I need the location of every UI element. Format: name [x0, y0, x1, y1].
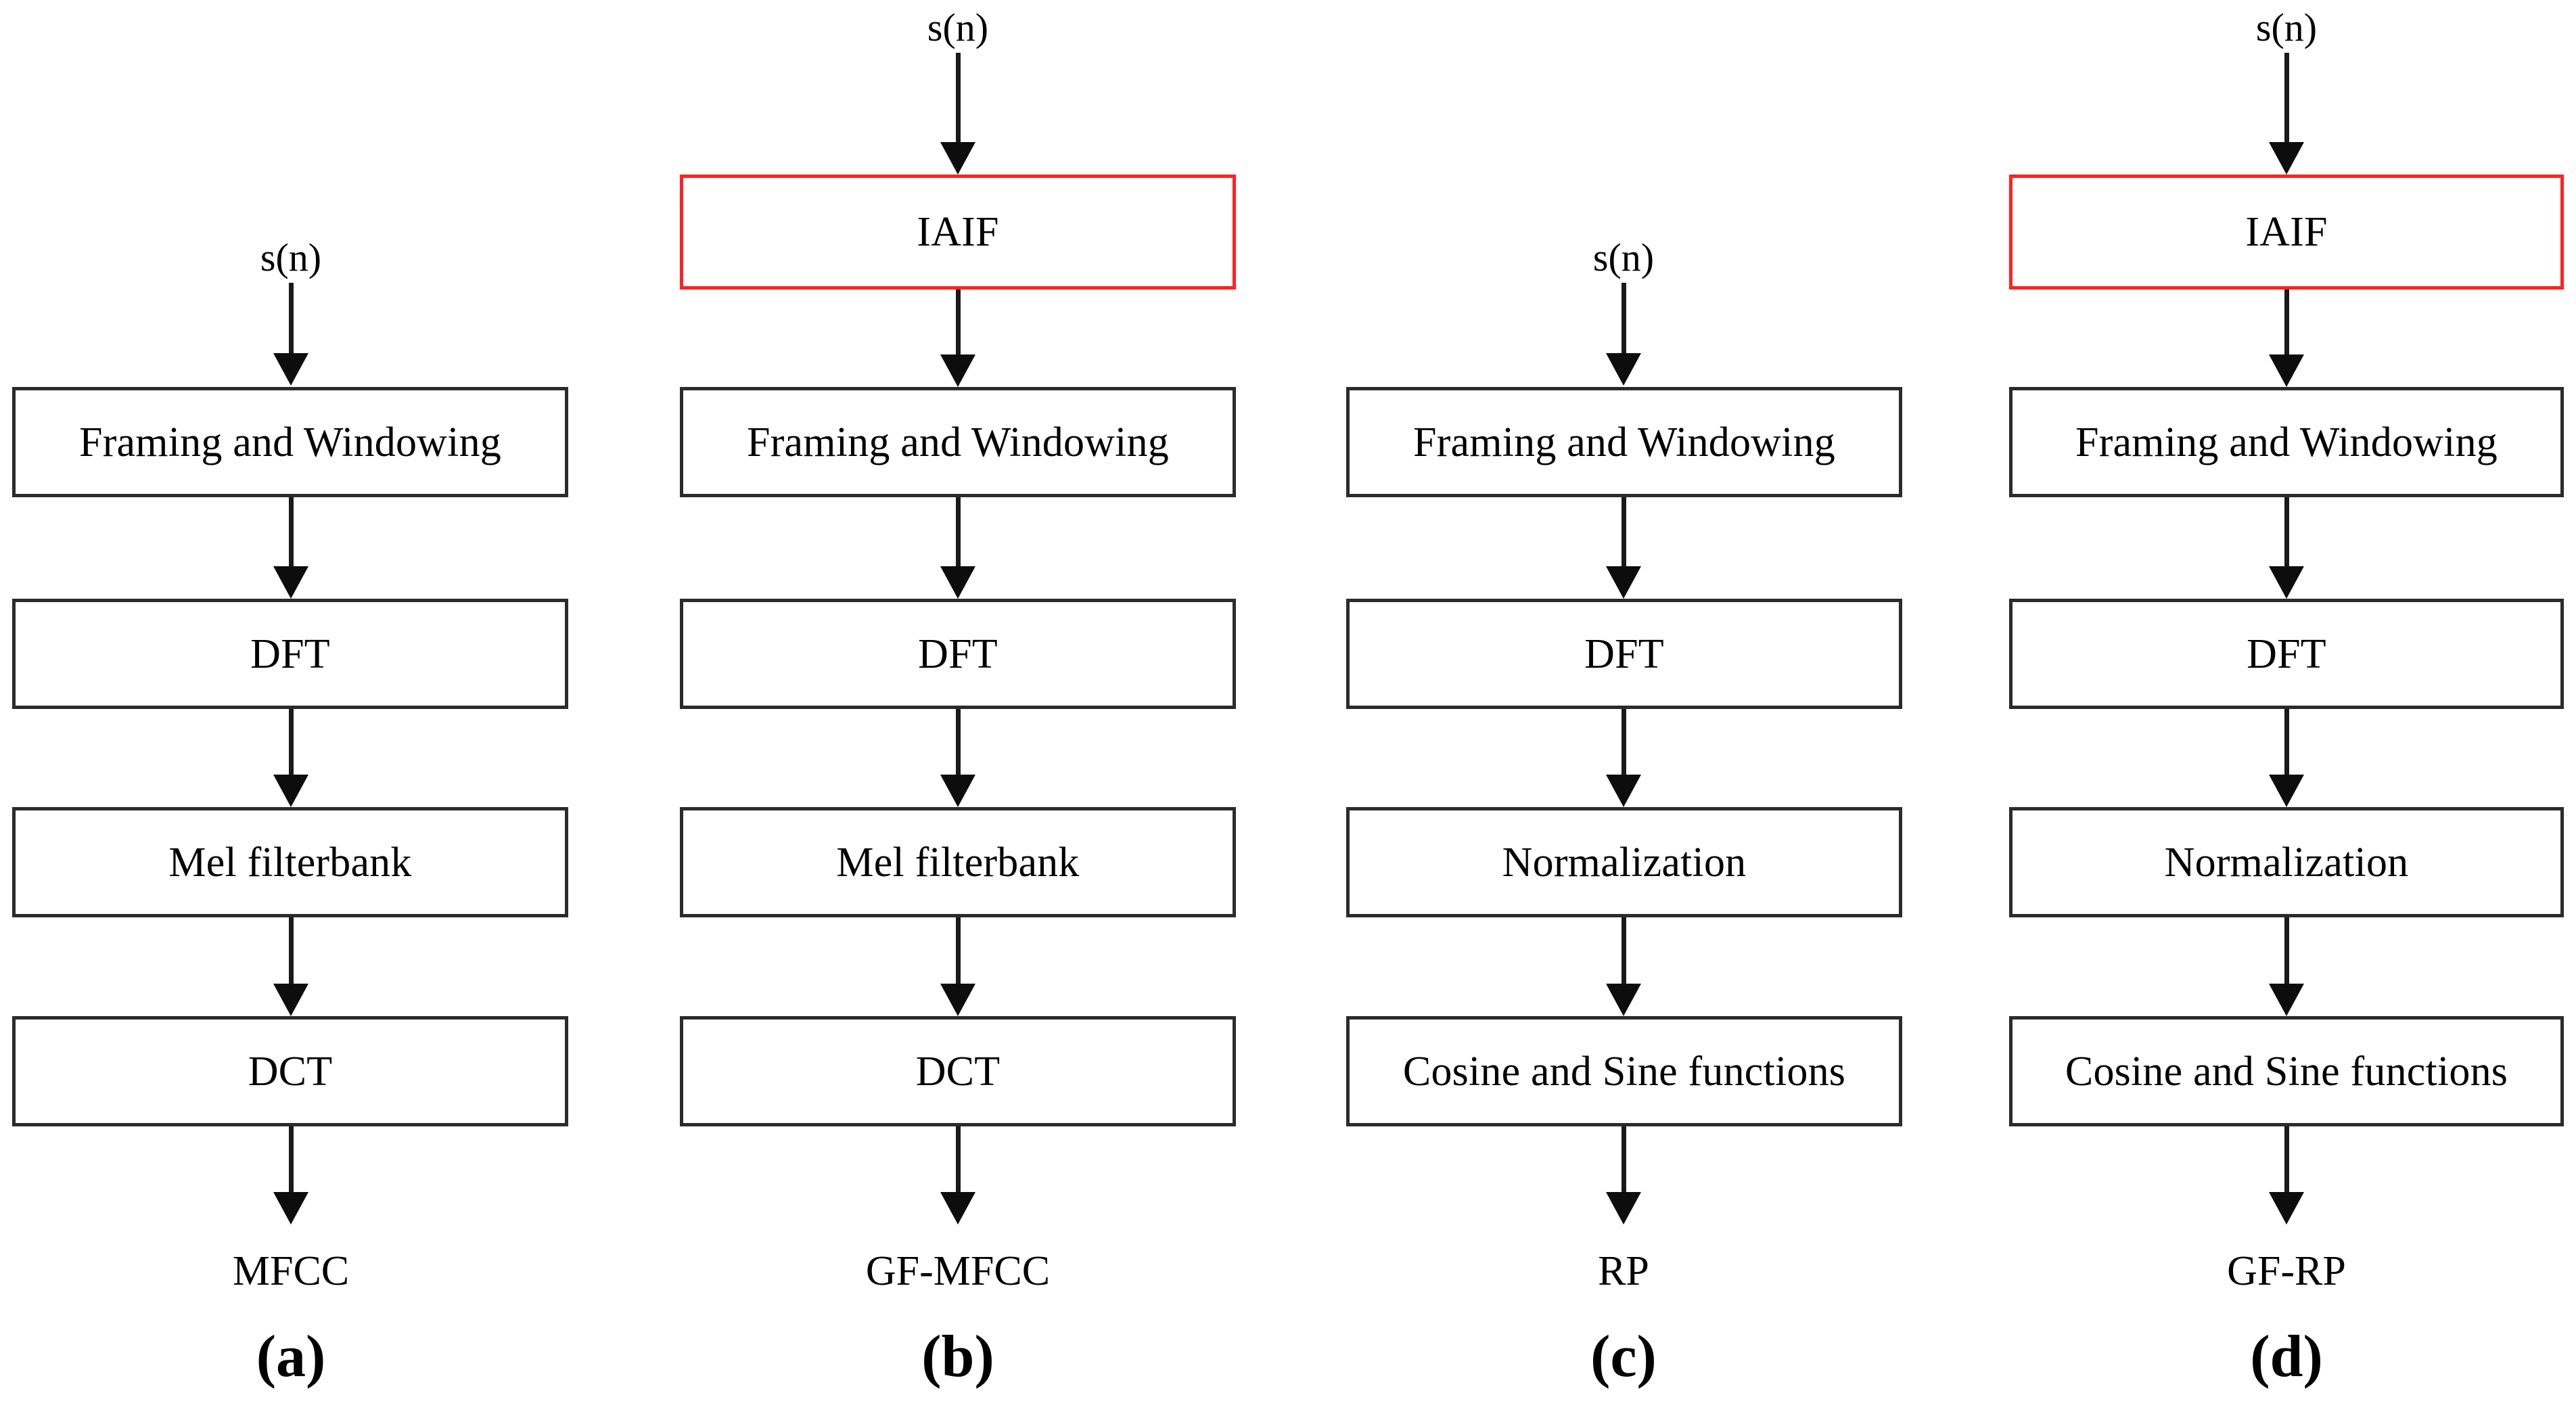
- panel-d-step-3-label: Normalization: [2164, 839, 2409, 886]
- panel-d-step-1-label: Framing and Windowing: [2075, 419, 2498, 465]
- panel-d-step-4-label: Cosine and Sine functions: [2065, 1048, 2508, 1095]
- panel-c-step-3[interactable]: Cosine and Sine functions: [1346, 1016, 1902, 1126]
- panel-c-step-1-label: DFT: [1584, 631, 1664, 677]
- panel-c-arrow-input-to-step-0: [1605, 283, 1642, 386]
- panel-c-output-label: RP: [1598, 1248, 1649, 1294]
- panel-c-step-3-label: Cosine and Sine functions: [1402, 1048, 1846, 1095]
- panel-c-arrow-step-1-to-step-2: [1605, 709, 1642, 807]
- panel-d-arrow-step-3-to-step-4: [2268, 917, 2305, 1016]
- panel-b-step-4[interactable]: DCT: [680, 1016, 1236, 1126]
- panel-b-step-1-label: Framing and Windowing: [747, 419, 1169, 465]
- panel-b-step-2[interactable]: DFT: [680, 599, 1236, 709]
- panel-d-arrow-step-1-to-step-2: [2268, 497, 2305, 599]
- panel-d-step-2[interactable]: DFT: [2009, 599, 2564, 709]
- panel-d-output-label: GF-RP: [2227, 1248, 2346, 1294]
- panel-a-step-1-label: DFT: [250, 631, 330, 677]
- panel-c-input-signal-label: s(n): [1592, 235, 1655, 279]
- panel-c-caption: (c): [1590, 1324, 1657, 1390]
- panel-c-arrow-step-0-to-step-1: [1605, 497, 1642, 599]
- panel-a-step-3-label: DCT: [248, 1048, 333, 1095]
- panel-c-step-1[interactable]: DFT: [1346, 599, 1902, 709]
- panel-d-arrow-step-2-to-step-3: [2268, 709, 2305, 807]
- panel-d-caption: (d): [2250, 1324, 2323, 1390]
- panel-a-arrow-step-1-to-step-2: [272, 709, 310, 807]
- panel-d-arrow-step-0-to-step-1: [2268, 290, 2305, 387]
- panel-b-arrow-step-1-to-step-2: [939, 497, 977, 599]
- panel-a-arrow-step-0-to-step-1: [272, 497, 310, 599]
- panel-b-input-signal-label: s(n): [927, 5, 989, 49]
- panel-c-step-2[interactable]: Normalization: [1346, 807, 1902, 917]
- panel-b-arrow-step-4-to-output: [939, 1126, 977, 1224]
- panel-a-input-signal-label: s(n): [260, 235, 322, 279]
- panel-b-step-0[interactable]: IAIF: [680, 175, 1236, 290]
- panel-c-arrow-step-2-to-step-3: [1605, 917, 1642, 1016]
- panel-b-step-2-label: DFT: [918, 631, 998, 677]
- panel-d-step-1[interactable]: Framing and Windowing: [2009, 387, 2564, 497]
- panel-a-step-0-label: Framing and Windowing: [79, 419, 501, 465]
- panel-c-step-0[interactable]: Framing and Windowing: [1346, 387, 1902, 497]
- panel-c-step-2-label: Normalization: [1502, 839, 1747, 886]
- panel-d-step-0[interactable]: IAIF: [2009, 175, 2564, 290]
- panel-b-caption: (b): [921, 1324, 994, 1390]
- panel-d-step-3[interactable]: Normalization: [2009, 807, 2564, 917]
- panel-a-step-3[interactable]: DCT: [12, 1016, 568, 1126]
- panel-d-input-signal-label: s(n): [2255, 5, 2318, 49]
- panel-a-step-0[interactable]: Framing and Windowing: [12, 387, 568, 497]
- panel-a-caption: (a): [256, 1324, 326, 1390]
- panel-b-step-3[interactable]: Mel filterbank: [680, 807, 1236, 917]
- panel-b-arrow-step-2-to-step-3: [939, 709, 977, 807]
- panel-d-step-2-label: DFT: [2247, 631, 2326, 677]
- panel-b-arrow-step-3-to-step-4: [939, 917, 977, 1016]
- panel-d-arrow-input-to-step-0: [2268, 53, 2305, 175]
- panel-c-step-0-label: Framing and Windowing: [1413, 419, 1835, 465]
- panel-a-output-label: MFCC: [232, 1248, 350, 1294]
- panel-a-arrow-input-to-step-0: [272, 283, 310, 386]
- panel-d-arrow-step-4-to-output: [2268, 1126, 2305, 1224]
- panel-b-arrow-input-to-step-0: [939, 53, 977, 175]
- panel-a-step-2[interactable]: Mel filterbank: [12, 807, 568, 917]
- panel-c-arrow-step-3-to-output: [1605, 1126, 1642, 1224]
- panel-b-output-label: GF-MFCC: [865, 1248, 1051, 1294]
- panel-a-arrow-step-3-to-output: [272, 1126, 310, 1224]
- panel-b-step-4-label: DCT: [915, 1048, 1001, 1095]
- panel-b-arrow-step-0-to-step-1: [939, 290, 977, 387]
- panel-a-step-1[interactable]: DFT: [12, 599, 568, 709]
- panel-b-step-0-label: IAIF: [917, 209, 999, 255]
- panel-b-step-3-label: Mel filterbank: [836, 839, 1080, 886]
- panel-a-step-2-label: Mel filterbank: [168, 839, 412, 886]
- panel-a-arrow-step-2-to-step-3: [272, 917, 310, 1016]
- panel-d-step-4[interactable]: Cosine and Sine functions: [2009, 1016, 2564, 1126]
- panel-d-step-0-label: IAIF: [2245, 209, 2328, 255]
- panel-b-step-1[interactable]: Framing and Windowing: [680, 387, 1236, 497]
